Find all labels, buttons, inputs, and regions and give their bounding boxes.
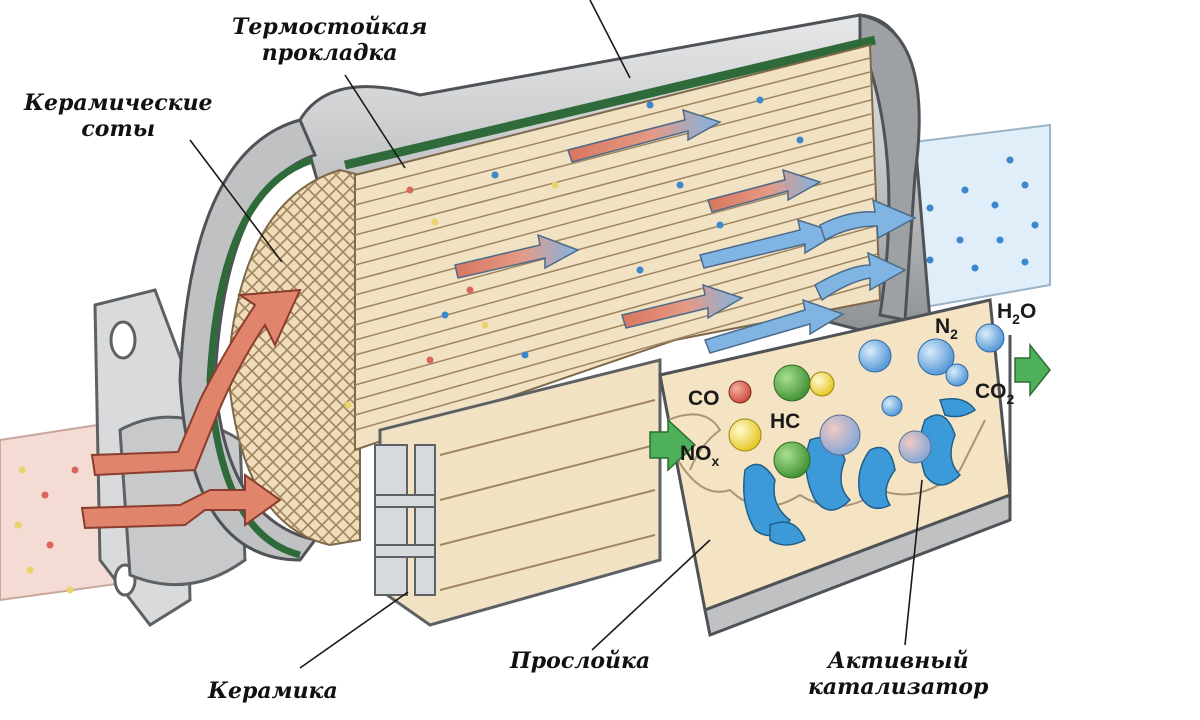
inlet-flow-arrows: [80, 288, 302, 530]
molecule-icon: [773, 364, 811, 402]
ceramic-label: Керамика: [208, 678, 338, 704]
chemistry-labels: CO NOx HC N2 H2O CO2: [680, 300, 1036, 469]
molecule-icon: [819, 414, 861, 456]
leader-lines: [189, 0, 923, 669]
washcoat-label: Прослойка: [510, 648, 651, 674]
molecule-icon: [917, 338, 955, 376]
nox-label: NOx: [680, 442, 720, 469]
co-label: CO: [688, 387, 720, 410]
flow-arrow-icon: [90, 288, 302, 477]
green-arrow-icon: [1014, 342, 1051, 398]
flow-arrow-icon: [80, 473, 282, 530]
green-arrow-icon: [649, 418, 697, 472]
active-catalyst-clusters: [743, 398, 977, 546]
catalyst-label: Активный катализатор: [808, 648, 989, 700]
n2-label: N2: [935, 315, 958, 342]
co2-label: CO2: [975, 380, 1015, 407]
catalyst-detail-block: [658, 298, 1012, 638]
honeycomb-channels: [344, 43, 882, 452]
channel-flow-arrows: [454, 108, 917, 354]
molecule-icon: [881, 395, 903, 417]
molecule-icon: [975, 323, 1005, 353]
molecules: [728, 323, 1005, 479]
ceramic-support: [374, 358, 662, 627]
gasket-strip-top: [343, 35, 877, 170]
honeycomb-label: Керамические соты: [24, 90, 213, 142]
gasket-label: Термостойкая прокладка: [232, 14, 428, 66]
h2o-label: H2O: [997, 300, 1036, 327]
molecule-icon: [773, 441, 811, 479]
molecule-icon: [858, 339, 892, 373]
molecule-icon: [945, 363, 969, 387]
molecule-icon: [728, 380, 752, 404]
molecule-icon: [809, 371, 835, 397]
hc-label: HC: [770, 410, 800, 433]
molecule-icon: [728, 418, 762, 452]
molecule-icon: [898, 430, 932, 464]
